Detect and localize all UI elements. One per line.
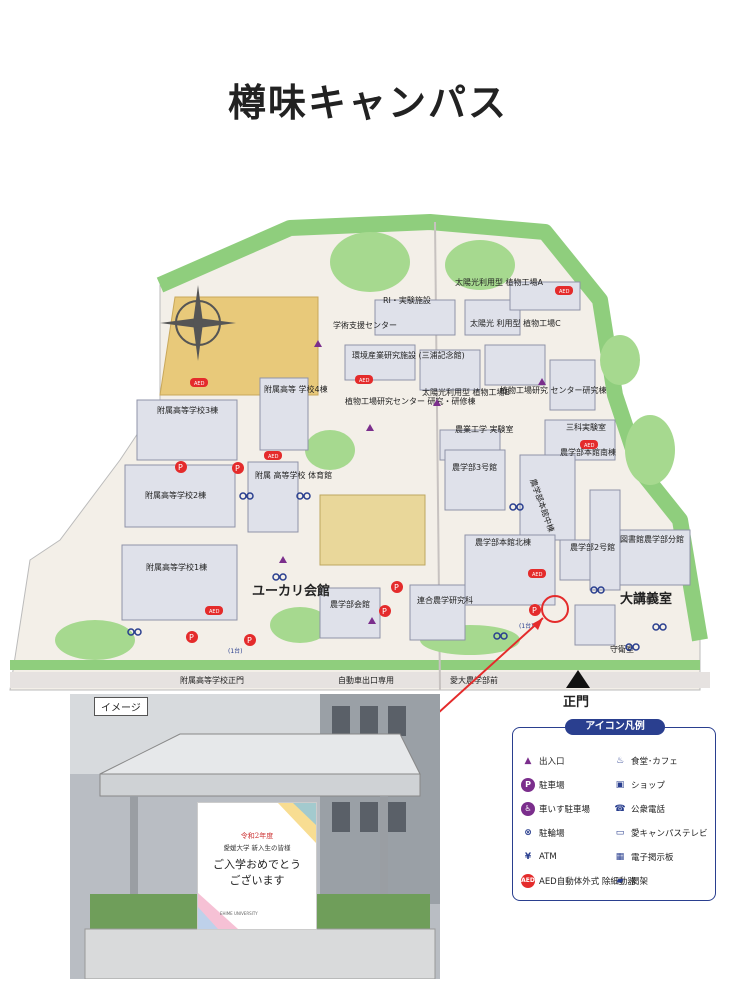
label-fuzoku1: 附属高等学校1棟 [146,562,207,572]
buildings [121,281,691,646]
label-agri3: 農学部3号館 [452,462,497,472]
label-plant-research-training: 植物工場研究センター 研究・研修棟 [345,396,476,406]
svg-text:AED: AED [359,378,370,384]
label-agri2: 農学部2号館 [570,542,615,552]
page-title: 樽味キャンパス [227,81,508,125]
accessible-parking-icon: ♿ [521,802,535,816]
legend-item-flag: ▰掲架 [613,874,648,888]
legend-item-cafeteria: ♨食堂･カフェ [613,754,678,768]
svg-text:AED: AED [584,443,595,449]
svg-text:AED: AED [559,289,570,295]
label-agri-engineering: 農業工学 実験室 [455,424,514,434]
entrance-icon: ▲ [524,756,532,766]
svg-text:AED: AED [209,609,220,615]
svg-text:P: P [235,464,240,473]
compass-icon [160,285,236,361]
svg-text:P: P [394,583,399,592]
label-solar-a: 太陽光利用型 植物工場A [455,277,544,287]
aed-icon: AED [521,874,535,888]
svg-text:P: P [178,463,183,472]
sign-line2: 愛媛大学 新入生の皆様 [223,844,291,852]
svg-text:AED: AED [532,572,543,578]
label-tech-center: 学術支援センター [333,320,397,330]
label-library: 図書館農学部分館 [620,534,684,544]
label-plant-factory-center: 植物工場研究 センター研究棟 [500,385,607,395]
sign-line1: 令和2年度 [240,832,274,840]
legend-item-accessible: ♿車いす駐車場 [521,802,590,816]
bicycle-icons [127,492,667,651]
label-fuzoku2: 附属高等学校2棟 [145,490,206,500]
accessible-count-1: (1台) [228,647,243,655]
label-ri-lab: RI・実験施設 [383,295,431,305]
label-great-hall: 大講義室 [620,591,672,607]
courtyard [319,494,426,566]
main-gate-icon [566,670,590,688]
atm-icon: ¥ [524,852,532,862]
legend-item-atm: ¥ATM [521,850,557,864]
label-fuzoku-gym: 附属 高等学校 体育館 [255,470,332,480]
parking-icon: P [521,778,535,792]
svg-text:P: P [189,633,194,642]
sign-footer: EHIME UNIVERSITY [220,911,258,916]
aed-labels: AED AED AED AED AED AED AED [194,289,595,615]
label-agri-hall: 農学部会館 [330,599,370,609]
entrance-highlight [541,595,569,623]
road-bottom [10,672,710,688]
legend-item-bicycle: ⊗駐輪場 [521,826,564,840]
legend-item-display: ▦電子掲示板 [613,850,674,864]
tv-icon: ▭ [615,828,625,838]
aed-icons [190,286,598,615]
label-car-exit: 自動車出口専用 [338,675,394,685]
label-agri-south: 農学部本館南棟 [560,447,616,457]
label-solar-b: 太陽光利用型 植物工場B [422,387,510,397]
label-sanka-lab: 三科実験室 [566,422,606,432]
flag-icon: ▰ [616,876,624,886]
display-icon: ▦ [615,852,625,862]
label-agri-north: 農学部本館北棟 [475,537,531,547]
legend-item-entrance: ▲出入口 [521,754,565,768]
label-eucalyptus: ユーカリ会館 [252,583,330,599]
entrance-icons [279,340,546,624]
accessible-count-2: (1台) [519,622,534,630]
label-main-gate: 正門 [563,695,589,710]
shop-icon: ▣ [615,780,625,790]
svg-text:AED: AED [194,381,205,387]
label-fuzoku3: 附属高等学校3棟 [157,405,218,415]
sign-line3: ご入学おめでとう [213,858,301,871]
green-border [156,214,708,642]
label-ai-research: 環境産業研究施設 (三浦記念館) [352,350,465,360]
parking-icons: P P P P P P P [175,461,541,646]
label-joint-research: 連合農学研究科 [417,595,473,605]
svg-text:P: P [247,636,252,645]
cafeteria-icon: ♨ [615,756,625,766]
legend-item-phone: ☎公衆電話 [614,804,666,815]
legend-item-shop: ▣ショップ [613,778,665,792]
photo-tag: イメージ [94,697,148,716]
label-fuzoku4: 附属高等 学校4棟 [264,384,328,394]
label-fuzoku-gate: 附属高等学校正門 [180,675,244,685]
bicycle-icon: ⊗ [524,828,532,838]
legend-item-tv: ▭愛キャンパステレビ [613,826,708,840]
label-guard: 守衛室 [610,644,634,654]
welcome-sign: 令和2年度 愛媛大学 新入生の皆様 ご入学おめでとう ございます EHIME U… [197,802,317,930]
label-solar-c: 太陽光 利用型 植物工場C [470,318,561,328]
sign-line4: ございます [229,874,285,887]
svg-text:P: P [382,607,387,616]
svg-text:P: P [532,606,537,615]
legend-title: アイコン凡例 [565,719,665,735]
svg-text:AED: AED [268,454,279,460]
phone-icon: ☎ [614,804,626,814]
